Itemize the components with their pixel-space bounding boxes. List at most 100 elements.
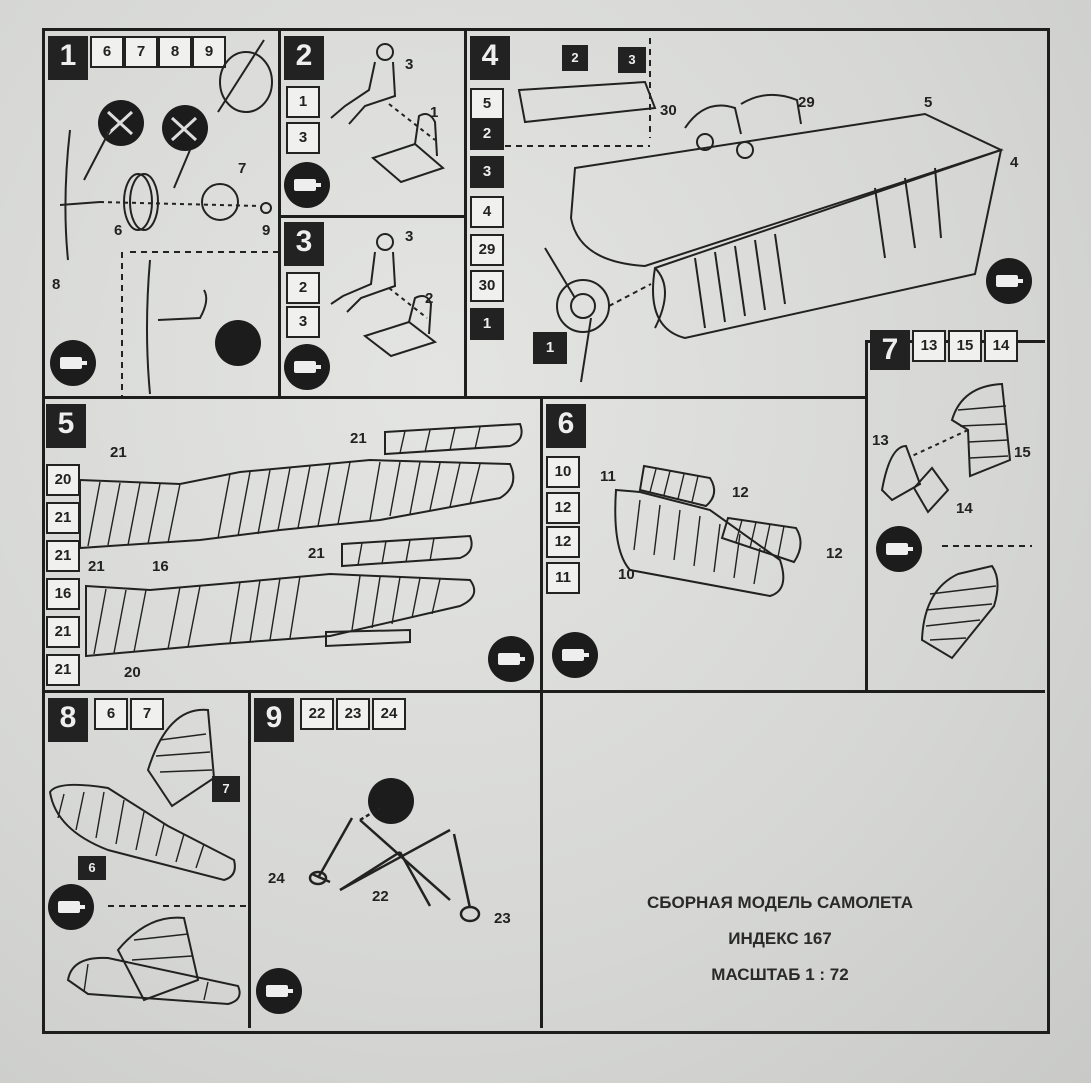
part-label: 6 [114, 222, 123, 239]
divider-row2 [42, 690, 1045, 693]
step-number: 1 [48, 36, 88, 80]
caption-index: ИНДЕКС 167 [728, 929, 832, 948]
divider-v4 [865, 340, 868, 692]
tailplane-drawing [614, 464, 802, 598]
glue-tube-icon [284, 344, 330, 390]
sub-step-box: 6 [78, 856, 106, 880]
part-box: 21 [46, 616, 80, 648]
part-box: 12 [546, 492, 580, 524]
part-label: 3 [405, 56, 414, 73]
step-number: 9 [254, 698, 294, 742]
part-label: 14 [956, 500, 973, 517]
part-box: 3 [286, 306, 320, 338]
part-box: 7 [124, 36, 158, 68]
part-box: 23 [336, 698, 370, 730]
sub-step-box: 2 [562, 45, 588, 71]
sub-step-box: 3 [618, 47, 646, 73]
tail-assembly-drawing [48, 708, 246, 1006]
fuselage-assembly-drawing [505, 38, 1004, 383]
part-box: 29 [470, 234, 504, 266]
part-box: 13 [912, 330, 946, 362]
part-box: 2 [470, 118, 504, 150]
part-label: 23 [494, 910, 511, 927]
part-box: 3 [470, 156, 504, 188]
part-box: 10 [546, 456, 580, 488]
sheet-frame [42, 28, 1050, 1034]
part-box: 15 [948, 330, 982, 362]
part-box: 4 [470, 196, 504, 228]
divider-v3 [540, 396, 543, 1028]
step-number: 5 [46, 404, 86, 448]
part-label: 11 [600, 468, 616, 485]
part-box: 14 [984, 330, 1018, 362]
part-box: 1 [470, 308, 504, 340]
part-label: 4 [1010, 154, 1019, 171]
cut-icon [368, 778, 414, 824]
divider-v1 [278, 28, 281, 398]
part-box: 1 [533, 332, 567, 364]
glue-tube-icon [284, 162, 330, 208]
part-box: 5 [470, 88, 504, 120]
part-box: 21 [46, 540, 80, 572]
part-label: 21 [350, 430, 367, 447]
step-number: 4 [470, 36, 510, 80]
glue-tube-icon [876, 526, 922, 572]
landing-gear-drawing [308, 806, 481, 923]
glue-tube-icon [488, 636, 534, 682]
divider-row1 [42, 396, 867, 399]
part-box: 22 [300, 698, 334, 730]
part-box: 7 [130, 698, 164, 730]
step-number: 6 [546, 404, 586, 448]
glue-tube-icon [552, 632, 598, 678]
part-label: 5 [924, 94, 933, 111]
part-box: 6 [94, 698, 128, 730]
part-label: 20 [124, 664, 141, 681]
part-box: 20 [46, 464, 80, 496]
part-box: 12 [546, 526, 580, 558]
part-box: 16 [46, 578, 80, 610]
glue-tube-icon [986, 258, 1032, 304]
propeller-engine-drawing [59, 39, 280, 396]
caption-title: СБОРНАЯ МОДЕЛЬ САМОЛЕТА [647, 893, 913, 912]
step-number: 7 [870, 330, 910, 370]
pilot-seat-drawing [330, 233, 438, 358]
part-label: 22 [372, 888, 389, 905]
upper-lower-wing-drawing [79, 422, 523, 658]
part-label: 21 [88, 558, 105, 575]
part-box: 1 [286, 86, 320, 118]
glue-tube-icon [48, 884, 94, 930]
part-box: 30 [470, 270, 504, 302]
part-label: 30 [660, 102, 677, 119]
part-box: 11 [546, 562, 580, 594]
rudder-fin-drawing [880, 382, 1032, 660]
part-label: 15 [1014, 444, 1031, 461]
caption-scale: МАСШТАБ 1 : 72 [711, 965, 849, 984]
part-label: 8 [52, 276, 61, 293]
glue-tube-icon [256, 968, 302, 1014]
part-box: 3 [286, 122, 320, 154]
part-box: 21 [46, 502, 80, 534]
pilot-seat-drawing [330, 43, 445, 184]
part-box: 8 [158, 36, 192, 68]
part-label: 21 [308, 545, 325, 562]
part-label: 24 [268, 870, 285, 887]
part-label: 16 [152, 558, 169, 575]
part-label: 21 [110, 444, 127, 461]
step-number: 3 [284, 222, 324, 266]
part-box: 24 [372, 698, 406, 730]
part-label: 3 [405, 228, 414, 245]
part-label: 29 [798, 94, 815, 111]
glue-tube-icon [50, 340, 96, 386]
divider-v5 [248, 690, 251, 1028]
part-label: 10 [618, 566, 635, 583]
part-label: 2 [425, 290, 434, 307]
part-box: 6 [90, 36, 124, 68]
divider-v2 [464, 28, 467, 398]
step-number: 2 [284, 36, 324, 80]
part-box: 9 [192, 36, 226, 68]
sub-step-box: 7 [212, 776, 240, 802]
part-label: 9 [262, 222, 271, 239]
cut-icon [215, 320, 261, 366]
step-number: 8 [48, 698, 88, 742]
sheet-caption: СБОРНАЯ МОДЕЛЬ САМОЛЕТА ИНДЕКС 167 МАСШТ… [560, 885, 1000, 993]
